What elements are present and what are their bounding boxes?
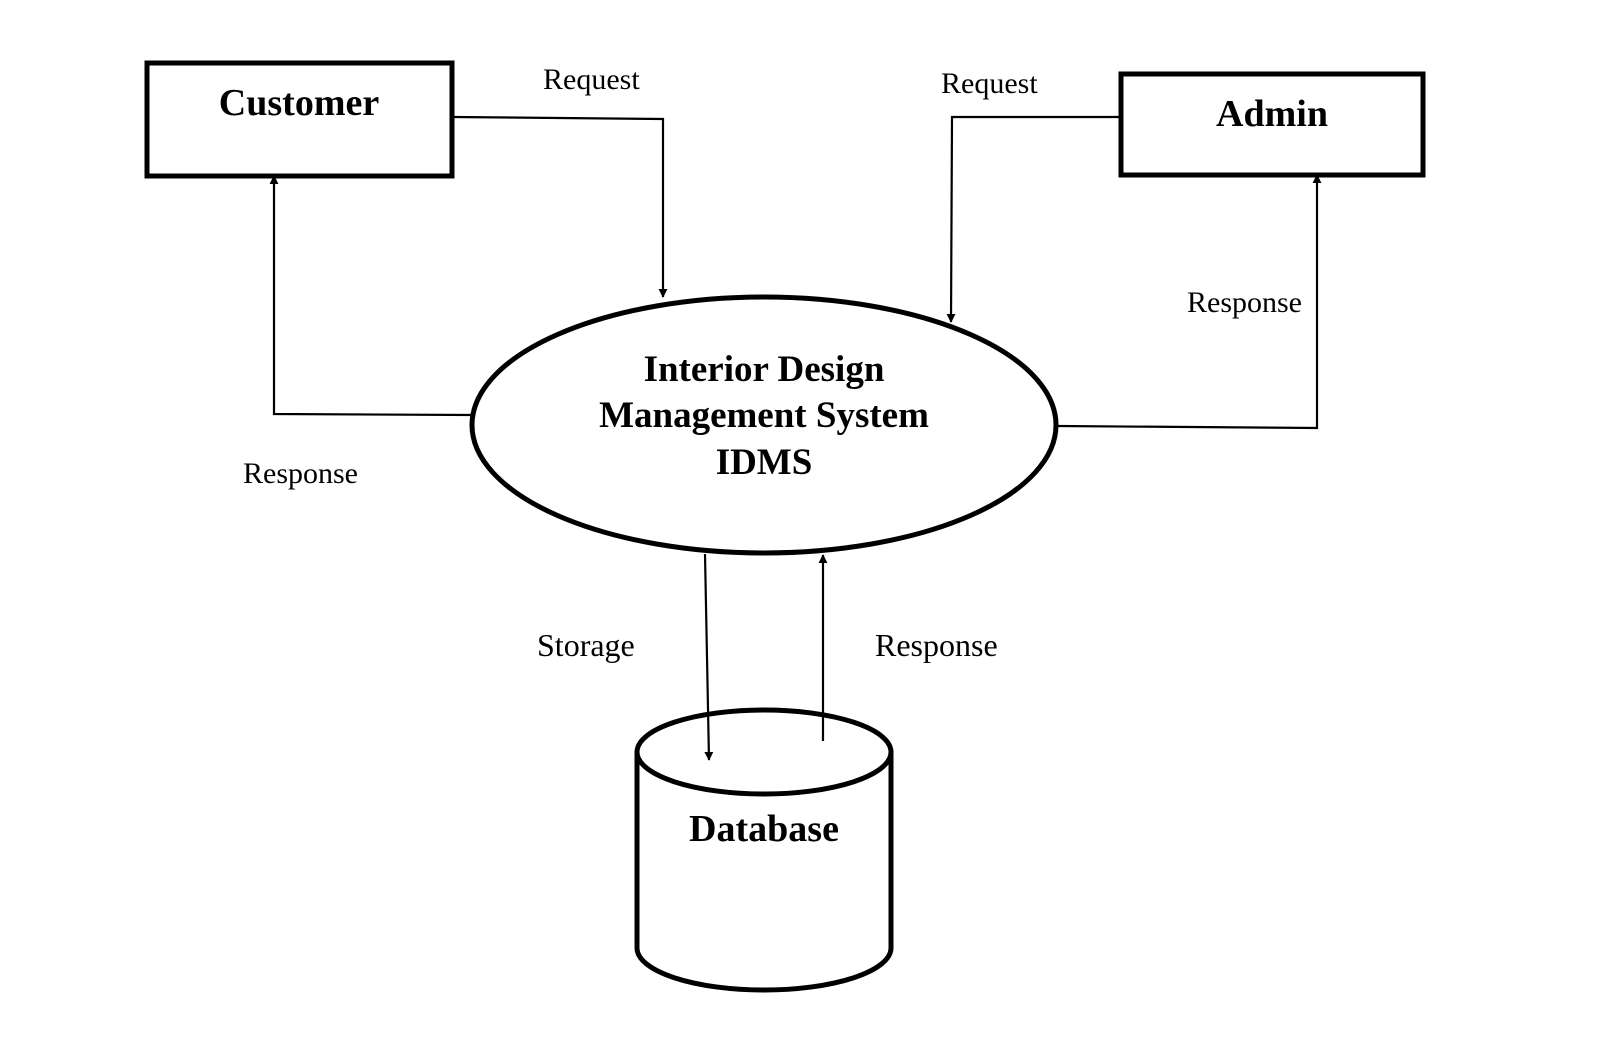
customer-request-label: Request (543, 63, 640, 96)
customer-box (144, 60, 455, 179)
idms-process[interactable]: Interior Design Management System IDMS (469, 294, 1059, 556)
storage-label: Storage (537, 627, 635, 663)
database-store[interactable]: Database (634, 707, 894, 993)
process-ellipse (469, 294, 1059, 556)
customer-response-label: Response (243, 457, 358, 490)
admin-entity[interactable]: Admin (1118, 71, 1426, 178)
process-title-line1: Interior Design (644, 349, 885, 390)
flow-database-response: Response (818, 554, 998, 741)
customer-entity[interactable]: Customer (144, 60, 455, 179)
process-title-line2: Management System (599, 395, 929, 436)
admin-label: Admin (1216, 93, 1328, 135)
customer-response-arrow (269, 175, 473, 417)
admin-request-arrow (946, 115, 1121, 323)
customer-request-arrow (452, 115, 668, 298)
database-cylinder-body (634, 752, 894, 993)
storage-arrow (703, 553, 714, 761)
admin-response-arrow (1056, 174, 1322, 430)
process-title-line3: IDMS (716, 442, 813, 483)
flow-customer-response: Response (243, 175, 473, 490)
flow-storage: Storage (537, 553, 714, 761)
customer-label: Customer (219, 82, 380, 124)
database-label: Database (689, 808, 839, 850)
admin-request-label: Request (941, 67, 1038, 100)
admin-response-label: Response (1187, 286, 1302, 319)
flow-admin-request: Request (941, 67, 1121, 323)
flow-admin-response: Response (1056, 174, 1322, 430)
database-cylinder-top (634, 707, 894, 797)
flow-customer-request: Request (452, 63, 668, 298)
admin-box (1118, 71, 1426, 178)
database-response-label: Response (875, 627, 998, 663)
